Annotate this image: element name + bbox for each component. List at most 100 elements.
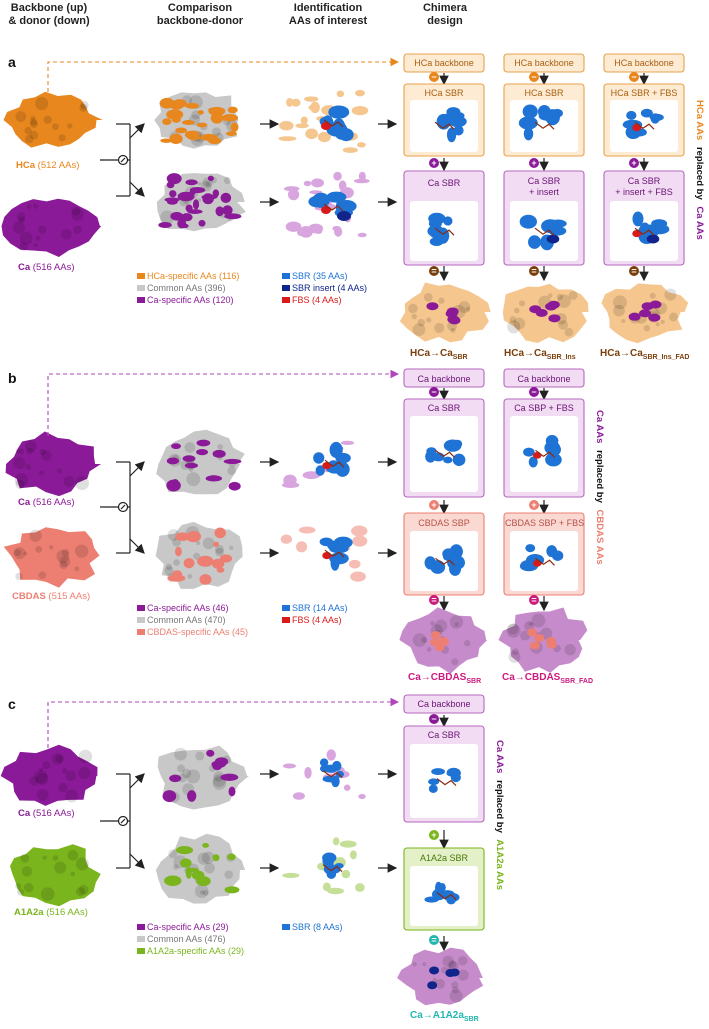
legend-a-sbr-insert: SBR insert (4 AAs): [292, 283, 368, 293]
chimera-b2-ca-sbr-blob: [528, 456, 538, 468]
legend-b-swatch-common: [137, 617, 145, 623]
chimera-c1-result-protein-shade: [448, 961, 459, 971]
chimera-a2-result-protein-shade: [507, 320, 521, 334]
identification-a-bottom-fragment: [314, 228, 323, 234]
chimera-b2-result-protein-shade: [531, 613, 546, 628]
label-a1a2a: A1A2a (516 AAs): [14, 907, 88, 918]
ident-b-top-sbr-blob: [315, 465, 325, 476]
chimera-b1-minus-op-symbol: −: [431, 387, 436, 397]
chimera-a2-ca-ligand: [534, 227, 555, 236]
comparison-a1a2a-patch: [175, 846, 194, 855]
protein-ca-backbone-b-shade: [18, 448, 25, 455]
legend-a-swatch-hca: [137, 273, 145, 279]
chimera-b1-result-patch: [438, 636, 449, 645]
comparison-ca-b-patch: [171, 443, 182, 450]
result-b1: Ca→CBDASSBR: [408, 672, 481, 685]
identification-b-bottom: [280, 525, 368, 582]
protein-cbdas-donor-shade: [35, 545, 43, 553]
comparison-a1a2a-shade: [197, 852, 210, 865]
protein-cbdas-donor-shade: [29, 529, 42, 542]
chimera-b2-cbdas-sbr-blob: [551, 550, 564, 561]
protein-ca-backbone-c-body: [0, 744, 98, 806]
chimera-c1-ca-ligand: [436, 778, 457, 787]
chimera-c1-result-patch: [429, 966, 440, 975]
identification-a-bottom-fragment: [357, 232, 367, 238]
chimera-a3-result-patch: [639, 309, 652, 318]
panel-letter-a: a: [8, 54, 16, 70]
protein-ca-backbone-c-shade: [65, 789, 78, 803]
comparison-ca-c-shade: [186, 769, 201, 784]
ident-c-top-sbr-blob: [320, 765, 329, 773]
chimera-b2-sbr-inner: [510, 416, 578, 492]
comparison-hca-patch: [230, 122, 239, 132]
result-a1-sub: SBR: [452, 354, 468, 361]
chimera-b1-donor-inner: [410, 531, 478, 591]
identification-b-bottom-fragment: [348, 559, 361, 569]
chimera-a3-hca-sbr-blob: [650, 113, 660, 124]
chimera-b1-result-protein-shade: [430, 621, 435, 626]
protein-hca-backbone-shade: [24, 126, 32, 135]
chimera-b1-result-patch: [429, 638, 440, 647]
comparison-hca-patch: [185, 102, 200, 109]
protein-a1a2a-donor-shade: [70, 871, 76, 877]
comparison-ca-c-patch: [220, 773, 239, 781]
protein-hca-backbone-shade: [35, 96, 49, 111]
protein-ca-donor-a-shade: [33, 243, 38, 248]
identification-a-bottom-fragment: [338, 180, 347, 191]
chimera-b1-result-protein-shade: [464, 640, 471, 647]
protein-ca-backbone-b-body: [5, 431, 102, 497]
protein-hca-backbone-shade: [79, 103, 88, 112]
result-b2-main: Ca→CBDAS: [502, 672, 561, 683]
comparison-ca-c-shade: [213, 771, 224, 782]
chimera-b1-plus-op: [429, 500, 439, 510]
protein-ca-backbone-b-shade: [39, 470, 44, 476]
protein-ca-donor-a-shade: [12, 221, 26, 234]
comparison-ca-b-patch: [228, 481, 241, 491]
comparison-a1a2a-shade: [204, 862, 215, 874]
ident-b-bottom-sbr-blob: [336, 541, 349, 552]
label-hca: HCa (512 AAs): [16, 160, 79, 171]
protein-hca-backbone-shade: [29, 120, 38, 129]
comparison-ca-a-shade: [205, 181, 211, 187]
protein-ca-backbone-b-shade: [41, 450, 52, 461]
legend-c-ca-specific: Ca-specific AAs (29): [147, 922, 229, 932]
chimera-a2-minus-op: [529, 72, 539, 82]
comparison-ca-b-patch: [196, 448, 208, 456]
chimera-a2-result-protein-shade: [513, 317, 526, 330]
chimera-c1-result-protein-shade: [422, 962, 427, 967]
chimera-b2-ca-sbr-blob: [546, 452, 560, 464]
legend-c-swatch-ca: [137, 924, 145, 930]
protein-a1a2a-donor-body: [10, 844, 101, 907]
box-a1-bottom-label: Ca SBR: [427, 178, 461, 188]
chimera-a1-backbone-box: [403, 53, 485, 73]
comparison-ca-b-shade: [184, 442, 196, 453]
chimera-a1-plus-op: [429, 158, 439, 168]
identification-a-top-fragment: [305, 128, 318, 140]
chimera-c1-result-protein-shade: [451, 981, 459, 989]
chimera-b1-cbdas-sbr-blob: [447, 555, 466, 571]
protein-hca-backbone-body: [3, 91, 103, 148]
comparison-a1a2a-shade: [202, 889, 209, 896]
comparison-hca-patch: [184, 130, 200, 139]
protein-ca-backbone-c-shade: [36, 772, 49, 785]
legend-b-swatch-sbr: [282, 605, 290, 611]
chimera-b2-result-protein: [498, 607, 588, 673]
comparison-a1a2a-patch: [202, 843, 210, 848]
splitter-a-circle-slash: [120, 157, 126, 163]
header-identification: Identification AAs of interest: [288, 2, 368, 27]
chimera-a1-result-protein-shade: [450, 327, 456, 333]
comparison-a1a2a-patch: [196, 876, 211, 887]
chimera-a3-result-protein-shade: [669, 312, 678, 322]
ident-a-bottom-sbr-blob: [312, 192, 330, 208]
chimera-b1-ca-sbr-blob: [443, 439, 462, 452]
comparison-ca-a-patch: [207, 175, 214, 182]
ident-b-bottom-ligand: [324, 549, 345, 558]
protein-ca-donor-a: [1, 198, 102, 257]
protein-ca-donor-a-shade: [71, 206, 81, 216]
identification-a-top-fragment: [351, 105, 369, 116]
comparison-ca-a-patch: [185, 179, 198, 186]
comparison-ca-a-patch: [169, 190, 177, 198]
protein-ca-backbone-b-shade: [75, 476, 89, 491]
comparison-cbdas-shade: [173, 559, 180, 566]
chimera-a1-ca-sbr-blob: [443, 216, 453, 226]
